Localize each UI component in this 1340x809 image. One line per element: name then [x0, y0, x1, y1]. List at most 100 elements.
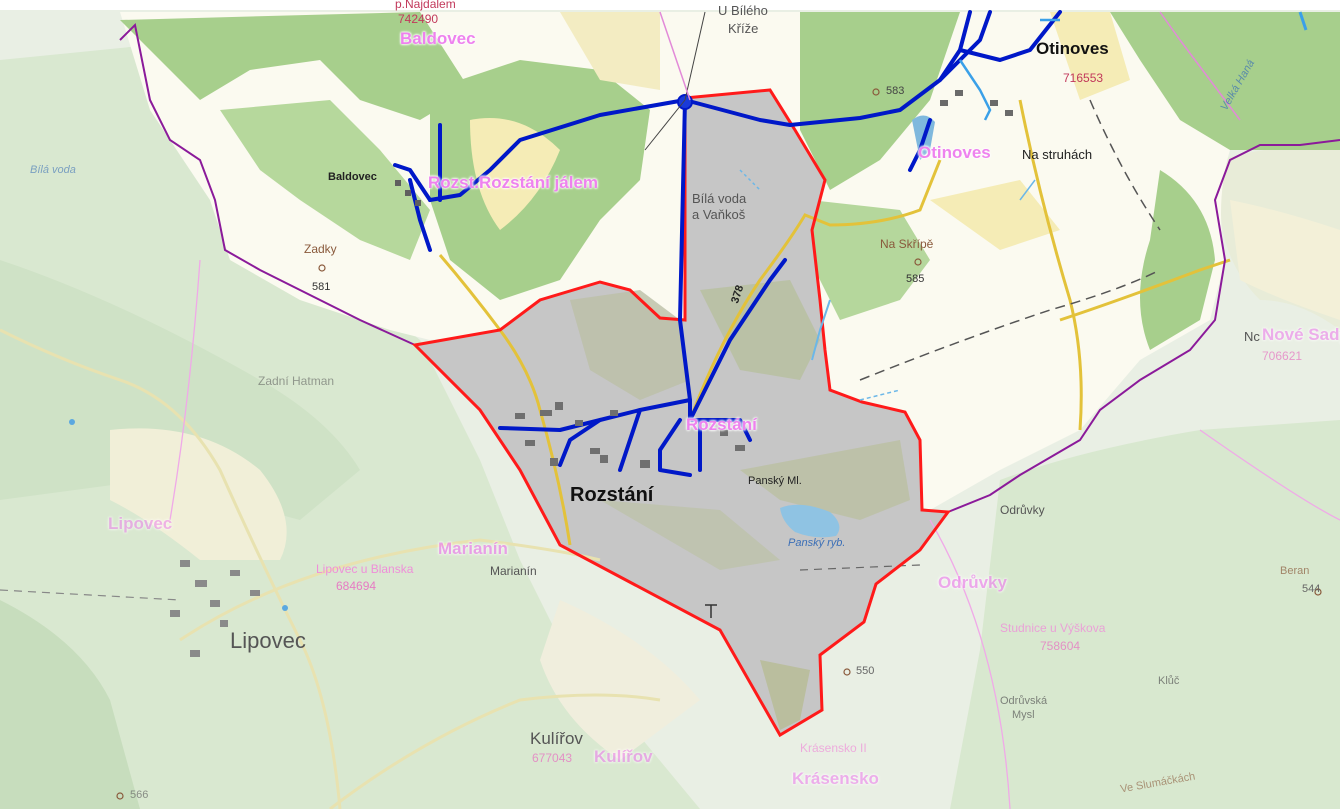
meadow-otinoves [1050, 12, 1130, 100]
village-buildings-lipovec [170, 560, 260, 657]
faded-road-lipovec [179, 538, 601, 642]
municipal-boundary-east [947, 139, 1340, 513]
forest-skripe [810, 200, 930, 320]
faded-dashed-1 [0, 589, 181, 601]
faded-boundary-1 [169, 259, 201, 521]
faded-forest-west-2 [0, 260, 360, 520]
faded-field-2 [540, 600, 700, 760]
village-buildings-baldovec [395, 180, 421, 206]
label-bily-kriz: U Bílého [718, 3, 768, 18]
top-strip [0, 0, 1340, 10]
label-bila-voda-vankos: Bílá voda [692, 191, 747, 206]
faded-forest-sw [0, 600, 140, 809]
label-nove-sady-prefix: Nc [1244, 329, 1260, 344]
terrain-5 [760, 660, 810, 730]
stream-7 [739, 169, 761, 191]
label-elev-550: 550 [856, 665, 875, 677]
blue-dot-1 [69, 419, 75, 425]
village-buildings-rozstani [515, 402, 745, 468]
label-kulirov-pink: Kulířov [594, 747, 653, 766]
faded-boundary-3 [1199, 429, 1340, 521]
faded-meadow-east [1230, 200, 1340, 320]
label-rozstani-pink: Rozstání [686, 415, 757, 434]
power-line-1 [859, 269, 1161, 381]
terrain-4 [600, 500, 780, 570]
label-otinoves-code: 716553 [1063, 71, 1104, 85]
stream-6 [1019, 179, 1036, 201]
cadastral-boundary [411, 88, 951, 738]
label-kulirov-code: 677043 [532, 751, 573, 765]
thin-line-sw [644, 99, 686, 151]
label-studnice: Studnice u Výškova [1000, 621, 1106, 635]
label-bily-kriz-2: Kříže [728, 21, 759, 36]
village-buildings-otinoves [940, 90, 1013, 116]
label-baldovec: Baldovec [328, 171, 377, 183]
label-bila-voda-stream: Bílá voda [30, 164, 76, 176]
label-beran-elev: 544 [1302, 583, 1321, 595]
label-rozstani: Rozstání [570, 484, 654, 506]
road-east-2 [1059, 258, 1231, 322]
faded-boundary-2 [929, 519, 1011, 809]
label-baldovec-pink: Baldovec [400, 29, 476, 48]
label-baldovec-code: 742490 [398, 12, 439, 26]
label-bila-voda-vankos-2: a Vaňkoš [692, 207, 746, 222]
label-zadni-hatman: Zadní Hatman [258, 374, 335, 388]
label-zadky-elev: 581 [312, 281, 331, 293]
faded-road-kulirov [329, 693, 661, 809]
label-lipovec-code: 684694 [336, 579, 377, 593]
faded-field-1 [110, 428, 287, 560]
meadow-1 [470, 118, 560, 230]
label-na-skripe: Na Skřípě [880, 237, 934, 251]
meadow-north [560, 12, 660, 90]
meadow-east [930, 180, 1060, 250]
label-kulirov: Kulířov [530, 729, 583, 748]
label-beran: Beran [1280, 565, 1310, 577]
label-rozstani-jalem: Rozst.Rozstání jálem [428, 173, 599, 192]
label-nove-sady-code: 706621 [1262, 349, 1303, 363]
thin-line-north [684, 11, 706, 101]
municipal-boundary-ne [1159, 11, 1241, 121]
label-zadky: Zadky [304, 242, 337, 256]
label-otinoves: Otinoves [1036, 39, 1109, 58]
blue-dot-2 [282, 605, 288, 611]
municipal-boundary-west [119, 22, 416, 346]
forest-baldovec [220, 100, 430, 260]
terrain-3 [740, 440, 910, 520]
forest-north-west [120, 12, 470, 120]
faded-forest-east [950, 420, 1340, 809]
pink-line-north [659, 11, 691, 101]
label-lipovec-u-blanska: Lipovec u Blanska [316, 562, 414, 576]
label-krasensko-pink: Krásensko [792, 769, 879, 788]
label-krasensko-ii: Krásensko II [800, 741, 867, 755]
cross-symbol [705, 604, 717, 618]
terrain-2 [700, 280, 820, 380]
road-west [438, 254, 572, 546]
label-baldovec-top: p.Najdalem [395, 0, 456, 11]
label-lipovec: Lipovec [230, 628, 306, 653]
label-odruvky-pink: Odrůvky [938, 573, 1007, 592]
label-nove-sady-pink: Nové Sady [1262, 325, 1340, 344]
label-otinoves-pink: Otinoves [918, 143, 991, 162]
road-east [1018, 99, 1083, 431]
label-marianin-pink: Marianín [438, 539, 508, 558]
power-line-2 [1089, 99, 1161, 231]
label-odruvska-mysl-2: Mysl [1012, 709, 1035, 721]
water-node-circle [677, 94, 693, 110]
label-studnice-code: 758604 [1040, 639, 1081, 653]
road-378 [688, 159, 942, 421]
stream-3 [1298, 11, 1308, 31]
faded-road-west [0, 328, 342, 809]
selected-area [415, 90, 948, 735]
forest-north-east [800, 12, 960, 190]
stream-4 [811, 299, 831, 361]
label-kluc: Klůč [1158, 675, 1180, 687]
label-elev-566: 566 [130, 789, 149, 801]
label-lipovec-pink: Lipovec [108, 514, 173, 533]
label-pansky-rybnik: Panský ryb. [788, 537, 846, 549]
label-na-struhach: Na struhách [1022, 147, 1093, 162]
label-pansky-mlyn: Panský Ml. [748, 475, 802, 487]
forest-velka-hana [1110, 12, 1340, 150]
elevation-markers [116, 88, 1322, 800]
